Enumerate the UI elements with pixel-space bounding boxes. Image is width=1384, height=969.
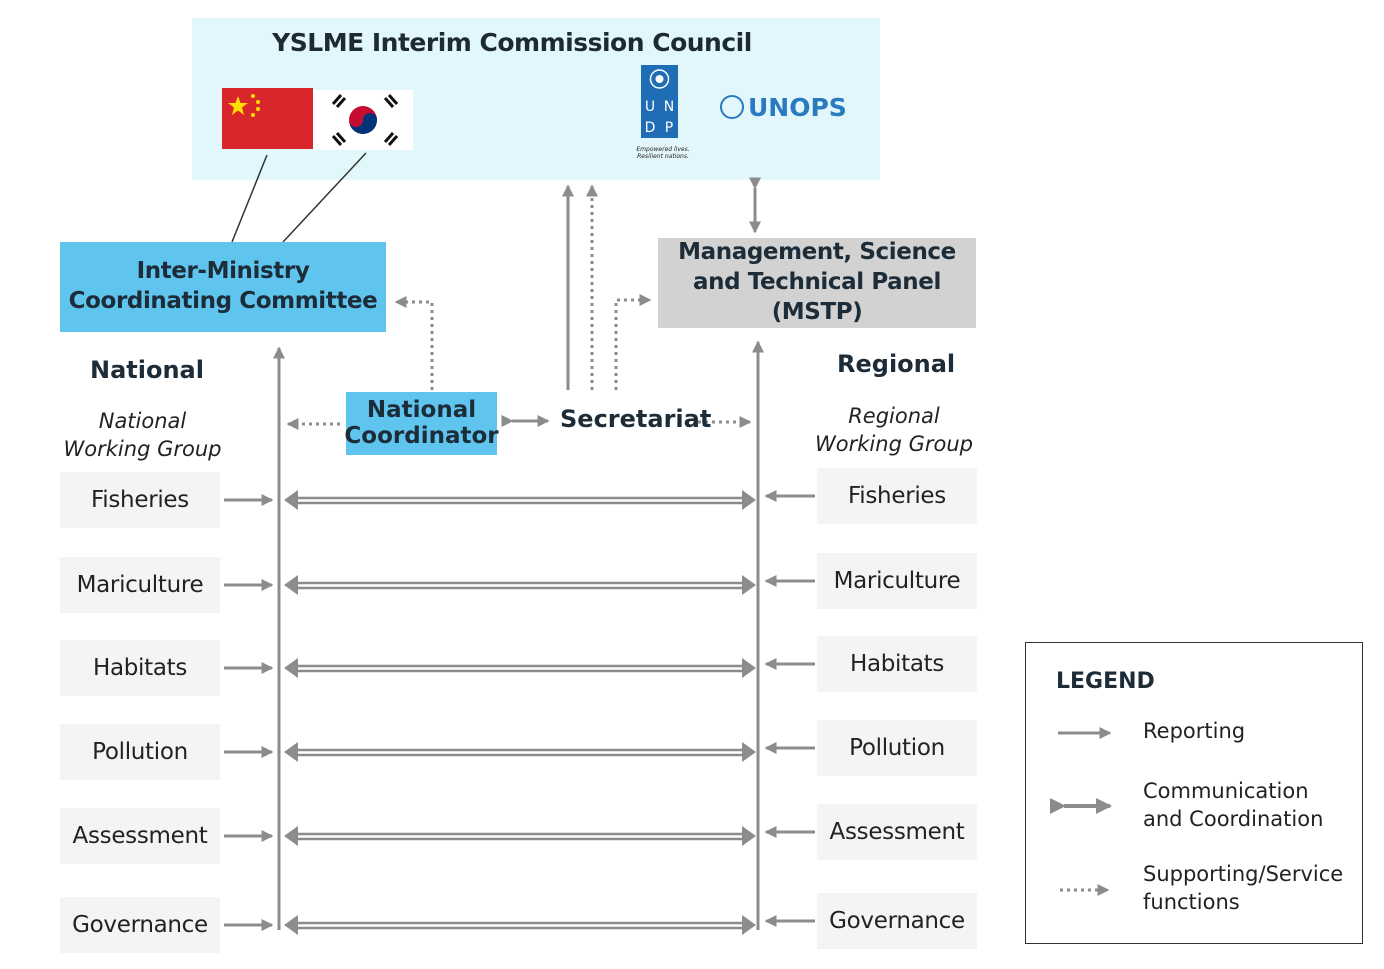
secretariat-support-mstp-arrow [614,294,652,390]
svg-text:D: D [645,120,656,136]
communication-arrowheads [284,915,756,935]
unops-logo: UNOPS [720,93,847,122]
regional-wg-governance: Governance [817,893,977,949]
legend: LEGEND Reporting Communication and Coord… [1025,642,1363,944]
svg-text:U: U [645,99,655,115]
regional-working-group-label: Regional Working Group [815,404,973,457]
national-wg-fisheries: Fisheries [60,472,220,528]
regional-heading: Regional [837,350,956,378]
secretariat-label: Secretariat [560,405,712,433]
national-wg-governance: Governance [60,897,220,953]
svg-text:P: P [665,120,673,136]
korea-flag-icon [313,90,413,150]
regional-wg-pollution: Pollution [817,720,977,776]
national-wg-habitats: Habitats [60,640,220,696]
china-flag-icon [222,88,313,149]
legend-title: LEGEND [1056,669,1155,694]
national-heading: National [90,356,204,384]
national-wg-assessment: Assessment [60,808,220,864]
china-link-line [231,154,268,243]
unops-text: UNOPS [748,93,847,122]
communication-arrowheads [284,826,756,846]
regional-wg-habitats: Habitats [817,636,977,692]
legend-reporting: Reporting [1143,719,1246,743]
communication-arrowheads [284,575,756,595]
council-title: YSLME Interim Commission Council [272,28,752,57]
korea-link-line [282,152,367,243]
national-wg-mariculture: Mariculture [60,557,220,613]
legend-supporting: Supporting/Service functions [1143,862,1344,915]
regional-wg-mariculture: Mariculture [817,553,977,609]
inter-ministry-committee-box: Inter-Ministry Coordinating Committee [60,242,386,332]
communication-arrowheads [284,658,756,678]
national-coordinator-box: National Coordinator [344,392,499,455]
mstp-box: Management, Science and Technical Panel … [658,238,976,328]
national-working-group-label: National Working Group [63,409,222,462]
un-emblem-icon [720,95,744,119]
regional-wg-fisheries: Fisheries [817,468,977,524]
undp-tagline: Empowered lives. Resilient nations. [636,146,690,160]
national-wg-pollution: Pollution [60,724,220,780]
communication-arrowheads [284,742,756,762]
coordinator-support-imcc-arrow [394,296,434,390]
legend-symbols [1050,727,1112,896]
legend-communication: Communication and Coordination [1143,779,1324,832]
regional-wg-assessment: Assessment [817,804,977,860]
communication-arrowheads [284,490,756,510]
svg-text:N: N [664,99,674,115]
